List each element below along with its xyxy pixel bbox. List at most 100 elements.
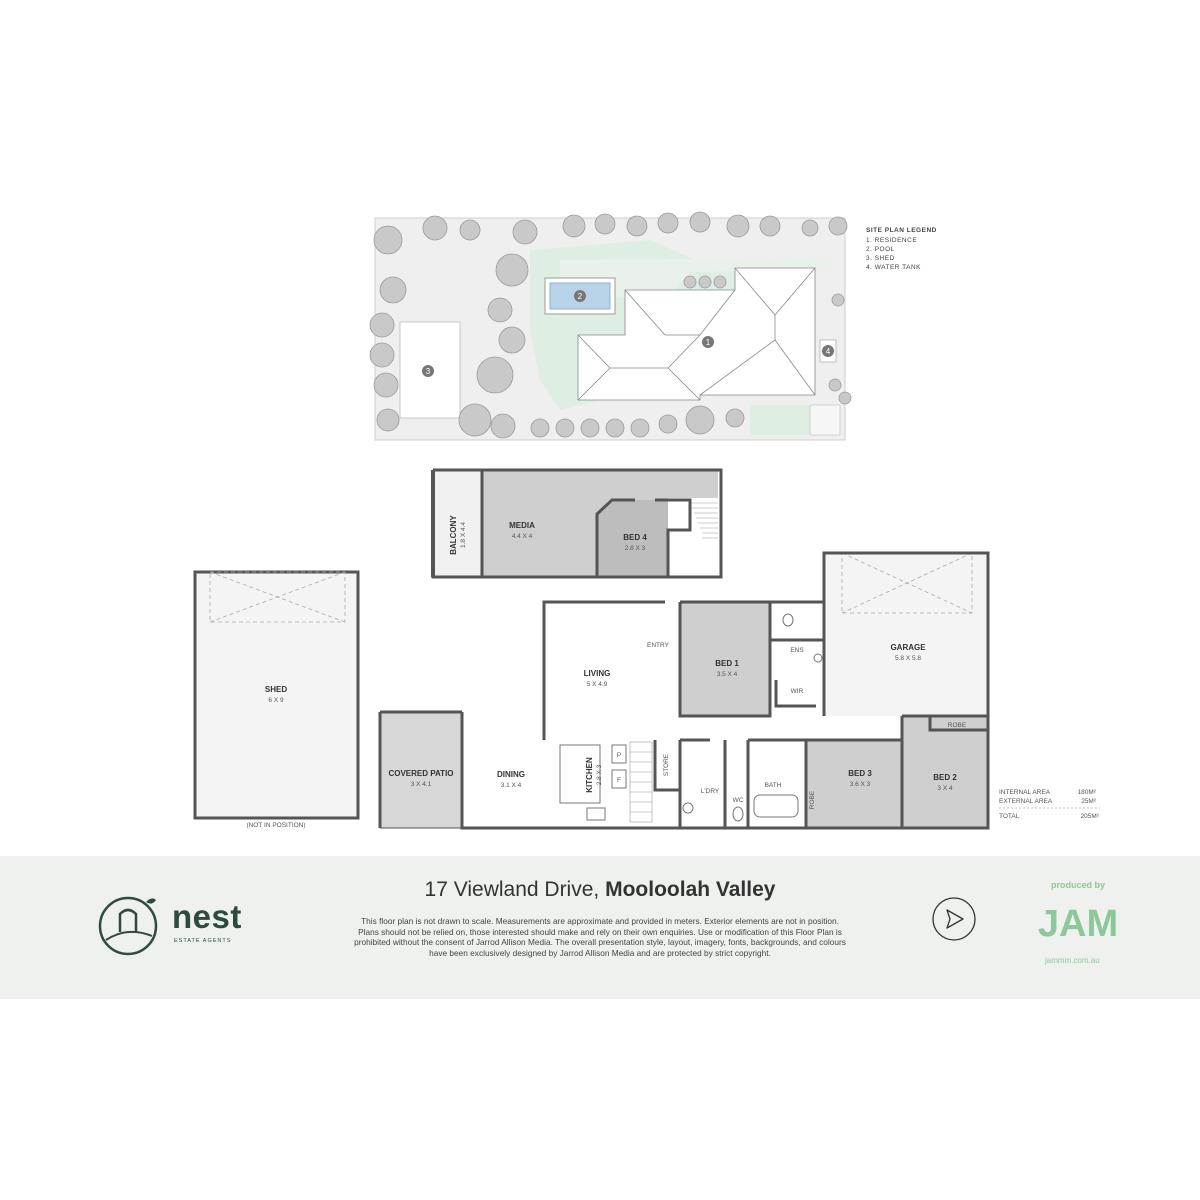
tree: [626, 215, 648, 237]
tree: [685, 405, 715, 435]
pantry: [611, 744, 627, 764]
jam-url: jammm.com.au: [1045, 956, 1100, 965]
room-dim-bed2: 3 X 4: [937, 785, 953, 792]
tree: [562, 214, 586, 238]
stair-area: [668, 498, 718, 577]
tree: [683, 275, 697, 289]
tree: [555, 418, 575, 438]
tree: [580, 418, 600, 438]
room-dim-bed3: 3.6 X 3: [850, 781, 871, 788]
balcony-floor: [433, 470, 482, 577]
svg-text:2: 2: [578, 292, 583, 301]
room-label-media: MEDIA: [509, 521, 535, 530]
tree: [459, 219, 481, 241]
tree: [698, 275, 712, 289]
jam-logo: produced by JAM: [1038, 874, 1118, 974]
ens-basin: [813, 653, 823, 663]
room-dim-living: 5 X 4.9: [587, 681, 608, 688]
svg-text:JAM: JAM: [1038, 903, 1118, 945]
room-label-bed4: BED 4: [623, 533, 647, 542]
room-label-bath: BATH: [765, 782, 782, 789]
room-label-bed2: BED 2: [933, 773, 957, 782]
external-area-label: EXTERNAL AREA: [999, 798, 1053, 805]
legend-item: 1. RESIDENCE: [866, 237, 917, 244]
ground-floor: LIVING 5 X 4.9 ENTRY BED 1 3.5 X 4 ENS W…: [378, 551, 990, 830]
room-dim-dining: 3.1 X 4: [501, 782, 522, 789]
svg-text:4: 4: [826, 347, 831, 356]
tree: [713, 275, 727, 289]
svg-text:produced by: produced by: [1051, 880, 1105, 890]
covered-patio-floor: [380, 712, 462, 828]
room-dim-shed: 6 X 9: [268, 697, 284, 704]
svg-text:3: 3: [426, 367, 431, 376]
north-compass-icon: [932, 897, 976, 941]
room-label-wc: WC: [733, 797, 744, 804]
site-plan: 1 2 3 4 SITE PLAN LEGEND 1. RESIDENCE 2.…: [369, 211, 936, 441]
room-dim-bed1: 3.5 X 4: [717, 671, 738, 678]
tree: [490, 413, 516, 439]
bed3-floor: [806, 740, 902, 828]
room-label-ens: ENS: [790, 647, 804, 654]
site-marker-2: 2: [574, 290, 586, 302]
room-label-bed1: BED 1: [715, 659, 739, 668]
tree: [530, 418, 550, 438]
ens-toilet: [782, 613, 794, 627]
room-label-store: STORE: [663, 753, 670, 776]
upper-floor: MEDIA 4.4 X 4 BED 4 2.8 X 3 BALCONY 1.8 …: [431, 468, 723, 579]
tree: [373, 372, 399, 398]
tree: [422, 215, 448, 241]
bed2-floor: [902, 716, 988, 828]
driveway: [809, 404, 841, 436]
site-plan-legend: SITE PLAN LEGEND 1. RESIDENCE 2. POOL 3.…: [866, 227, 936, 271]
tree: [476, 356, 514, 394]
tree: [512, 219, 538, 245]
room-dim-covered-patio: 3 X 4.1: [411, 781, 432, 788]
footer-banner: nest ESTATE AGENTS 17 Viewland Drive, Mo…: [0, 856, 1200, 999]
site-marker-1: 1: [702, 336, 714, 348]
tree: [379, 276, 407, 304]
stairs-upper: [690, 502, 718, 539]
floor-plan-drawing: 1 2 3 4 SITE PLAN LEGEND 1. RESIDENCE 2.…: [193, 211, 1100, 830]
garden-area: [750, 405, 810, 435]
svg-text:1: 1: [706, 338, 711, 347]
tree: [726, 214, 750, 238]
room-label-fridge: F: [617, 777, 621, 784]
room-label-dining: DINING: [497, 770, 525, 779]
tree: [369, 342, 395, 368]
room-label-bed3: BED 3: [848, 769, 872, 778]
room-label-shed: SHED: [265, 685, 287, 694]
address-suburb: Mooloolah Valley: [605, 878, 776, 901]
room-label-balcony: BALCONY: [449, 515, 458, 555]
tree: [831, 293, 845, 307]
garage-floor: [824, 553, 988, 716]
tree: [376, 408, 400, 432]
tree: [495, 253, 529, 287]
room-label-robe-bed2: ROBE: [948, 722, 967, 729]
nest-emblem-icon: [98, 896, 158, 956]
external-area-value: 25M²: [1081, 798, 1097, 805]
internal-area-value: 180M²: [1078, 789, 1097, 796]
total-area-value: 205M²: [1081, 813, 1100, 820]
room-label-wir: WIR: [791, 688, 804, 695]
kitchen-island: [559, 744, 601, 804]
tree: [487, 297, 513, 323]
room-dim-garage: 5.8 X 5.8: [895, 655, 921, 662]
room-label-garage: GARAGE: [890, 643, 926, 652]
room-dim-media: 4.4 X 4: [512, 533, 533, 540]
hallway: [680, 716, 902, 740]
jam-logo-icon: produced by JAM: [1038, 880, 1118, 945]
brand-subtitle: ESTATE AGENTS: [174, 938, 232, 944]
tree: [458, 403, 492, 437]
fridge: [611, 769, 627, 789]
tree: [801, 219, 819, 237]
tree: [828, 216, 848, 236]
cooktop: [586, 807, 606, 821]
room-label-entry: ENTRY: [647, 642, 670, 649]
tree: [759, 215, 781, 237]
tree: [838, 391, 852, 405]
room-dim-bed4: 2.8 X 3: [625, 545, 646, 552]
site-marker-4: 4: [822, 345, 834, 357]
tree: [594, 213, 616, 235]
room-dim-balcony: 1.8 X 4.4: [460, 522, 467, 548]
tree: [373, 225, 403, 255]
